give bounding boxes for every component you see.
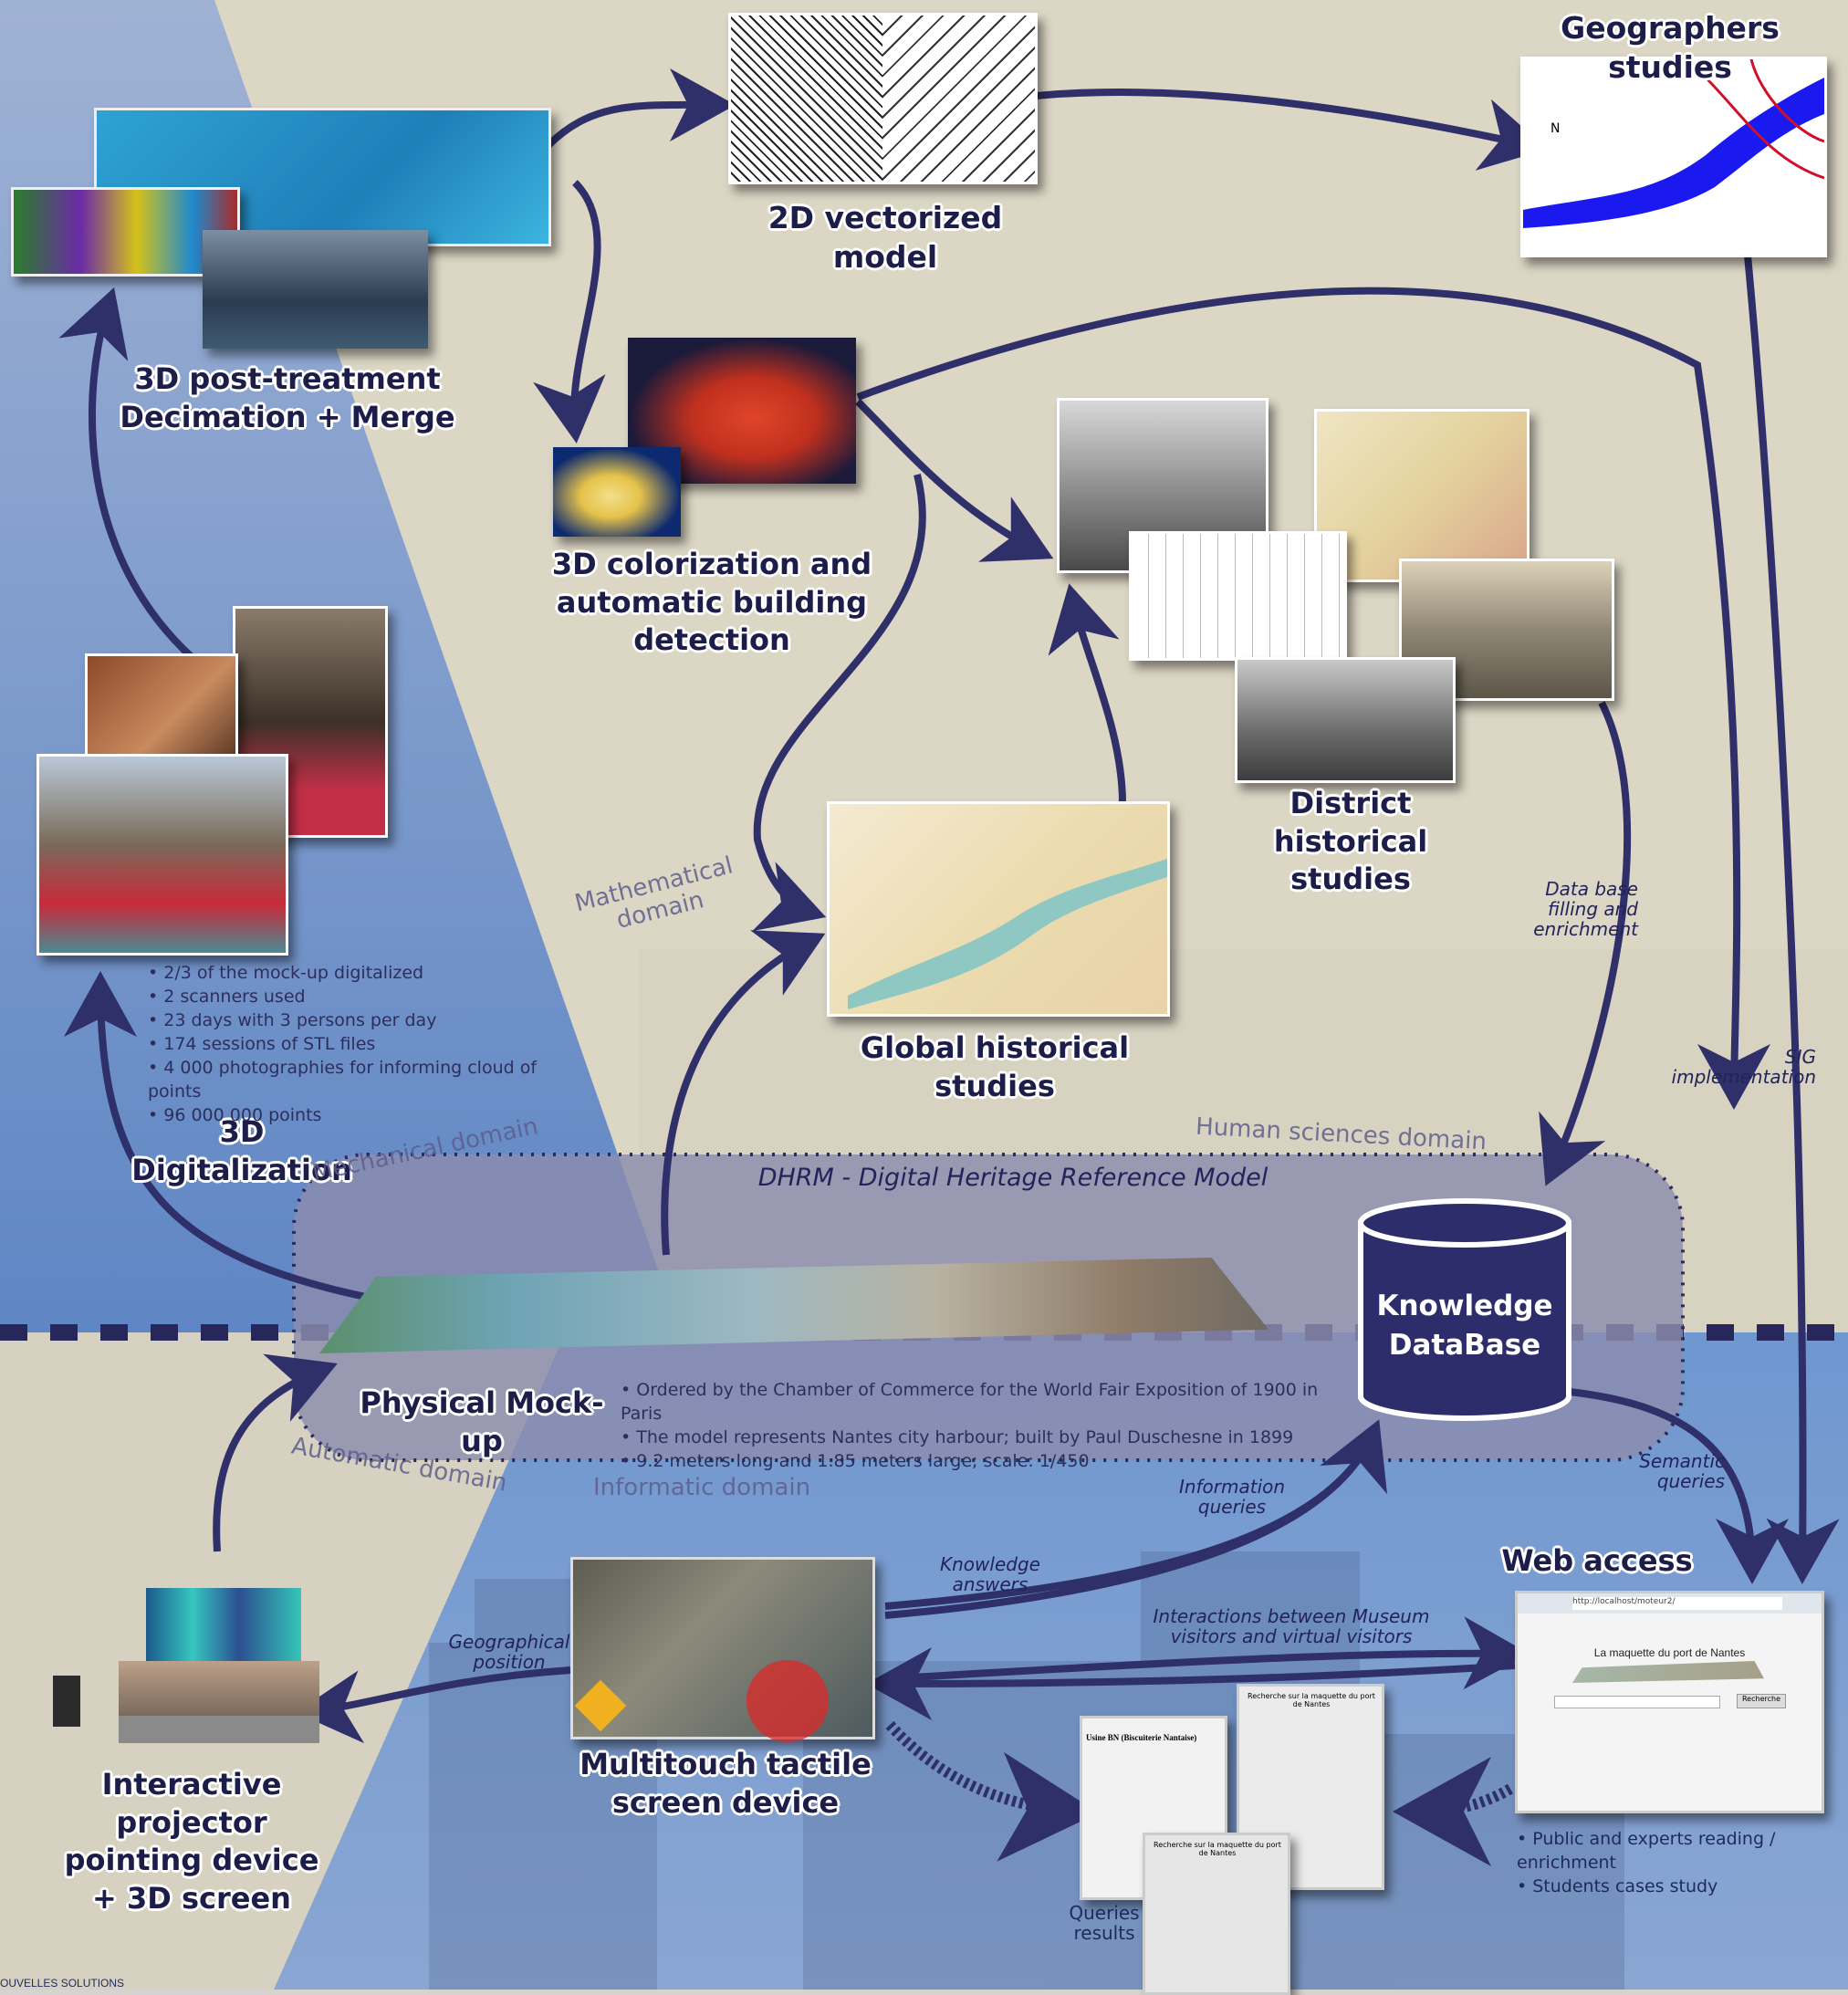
- vectorized-map-image: [728, 13, 1038, 184]
- mockup-fact: 9.2 meters long and 1.85 meters large; s…: [621, 1449, 1351, 1473]
- edge-label-interactions: Interactions between Museum visitors and…: [1153, 1605, 1430, 1647]
- title-projector: Interactive projector pointing device + …: [64, 1767, 319, 1916]
- multitouch-screen-image[interactable]: [570, 1557, 875, 1742]
- district-map-photo: [1314, 409, 1530, 582]
- digitalization-fact: 174 sessions of STL files: [148, 1032, 568, 1056]
- browser-address-bar[interactable]: http://localhost/moteur2/: [1572, 1597, 1782, 1610]
- svg-text:N: N: [1550, 121, 1560, 136]
- point-cloud-scan-image: [203, 230, 428, 349]
- web-search-input[interactable]: [1554, 1696, 1720, 1708]
- flow-arrows: [58, 68, 1840, 1866]
- web-search-button[interactable]: Recherche: [1737, 1694, 1786, 1708]
- edge-label-semantic: Semantic queries: [1639, 1450, 1725, 1492]
- edge-label-sig: SIG implementation: [1671, 1046, 1816, 1088]
- dhrm-title: DHRM - Digital Heritage Reference Model: [757, 1164, 1269, 1192]
- edge-label-queries-results: Queries results: [1069, 1902, 1140, 1944]
- title-web-access: Web access: [1501, 1543, 1693, 1578]
- title-2d-vectorized: 2D vectorized model: [767, 200, 1003, 275]
- building-photo: [1235, 657, 1456, 783]
- query-result-page-3: Recherche sur la maquette du port de Nan…: [1143, 1833, 1290, 1995]
- footer-fragment: OUVELLES SOLUTIONS: [0, 1977, 125, 1990]
- digitalization-fact: 2 scanners used: [148, 985, 568, 1008]
- web-fact: Public and experts reading / enrichment: [1517, 1827, 1845, 1875]
- edge-label-geo-position: Geographical position: [448, 1631, 570, 1673]
- digitalization-fact: 96 000 000 points: [148, 1103, 568, 1127]
- digitalization-fact: 23 days with 3 persons per day: [148, 1008, 568, 1032]
- web-page-heading: La maquette du port de Nantes: [1593, 1646, 1746, 1659]
- title-global: Global historical studies: [860, 1030, 1130, 1103]
- digitalization-facts-list: 2/3 of the mock-up digitalized 2 scanner…: [148, 961, 568, 1127]
- title-post-treatment: 3D post-treatment Decimation + Merge: [120, 361, 455, 434]
- domain-informatic: Informatic domain: [593, 1474, 811, 1501]
- digitalization-fact: 2/3 of the mock-up digitalized: [148, 961, 568, 985]
- digitalization-fact: 4 000 photographies for informing cloud …: [148, 1056, 568, 1103]
- scanning-team-photo: [37, 754, 288, 956]
- mockup-fact: Ordered by the Chamber of Commerce for t…: [621, 1378, 1351, 1426]
- edge-label-db-filling: Data base filling and enrichment: [1533, 878, 1638, 940]
- cadastral-plan-photo: [1129, 531, 1347, 661]
- mockup-facts-list: Ordered by the Chamber of Commerce for t…: [621, 1378, 1351, 1473]
- title-multitouch: Multitouch tactile screen device: [579, 1747, 872, 1820]
- title-colorization: 3D colorization and automatic building d…: [551, 547, 872, 658]
- title-geographers: Geographers studies: [1561, 10, 1780, 85]
- title-physical-mockup: Physical Mock-up: [360, 1385, 604, 1458]
- projector-device-image: [100, 1551, 319, 1743]
- knowledge-database-label: Knowledge DataBase: [1376, 1290, 1553, 1363]
- edge-label-information-queries: Information queries: [1178, 1476, 1286, 1518]
- global-historical-map-image: [827, 801, 1170, 1017]
- building-detection-image: [553, 447, 681, 537]
- edge-label-knowledge-answers: Knowledge answers: [940, 1553, 1040, 1595]
- web-access-browser[interactable]: http://localhost/moteur2/ La maquette du…: [1515, 1591, 1824, 1813]
- title-district: District historical studies: [1273, 786, 1428, 897]
- pc-tower-icon: [53, 1676, 80, 1727]
- geographers-map-image: N: [1520, 57, 1827, 257]
- web-facts-list: Public and experts reading / enrichment …: [1517, 1827, 1845, 1898]
- web-fact: Students cases study: [1517, 1875, 1845, 1898]
- measuring-tool-photo: [85, 653, 238, 759]
- mockup-fact: The model represents Nantes city harbour…: [621, 1426, 1351, 1449]
- knowledge-database-cylinder: [1358, 1198, 1571, 1421]
